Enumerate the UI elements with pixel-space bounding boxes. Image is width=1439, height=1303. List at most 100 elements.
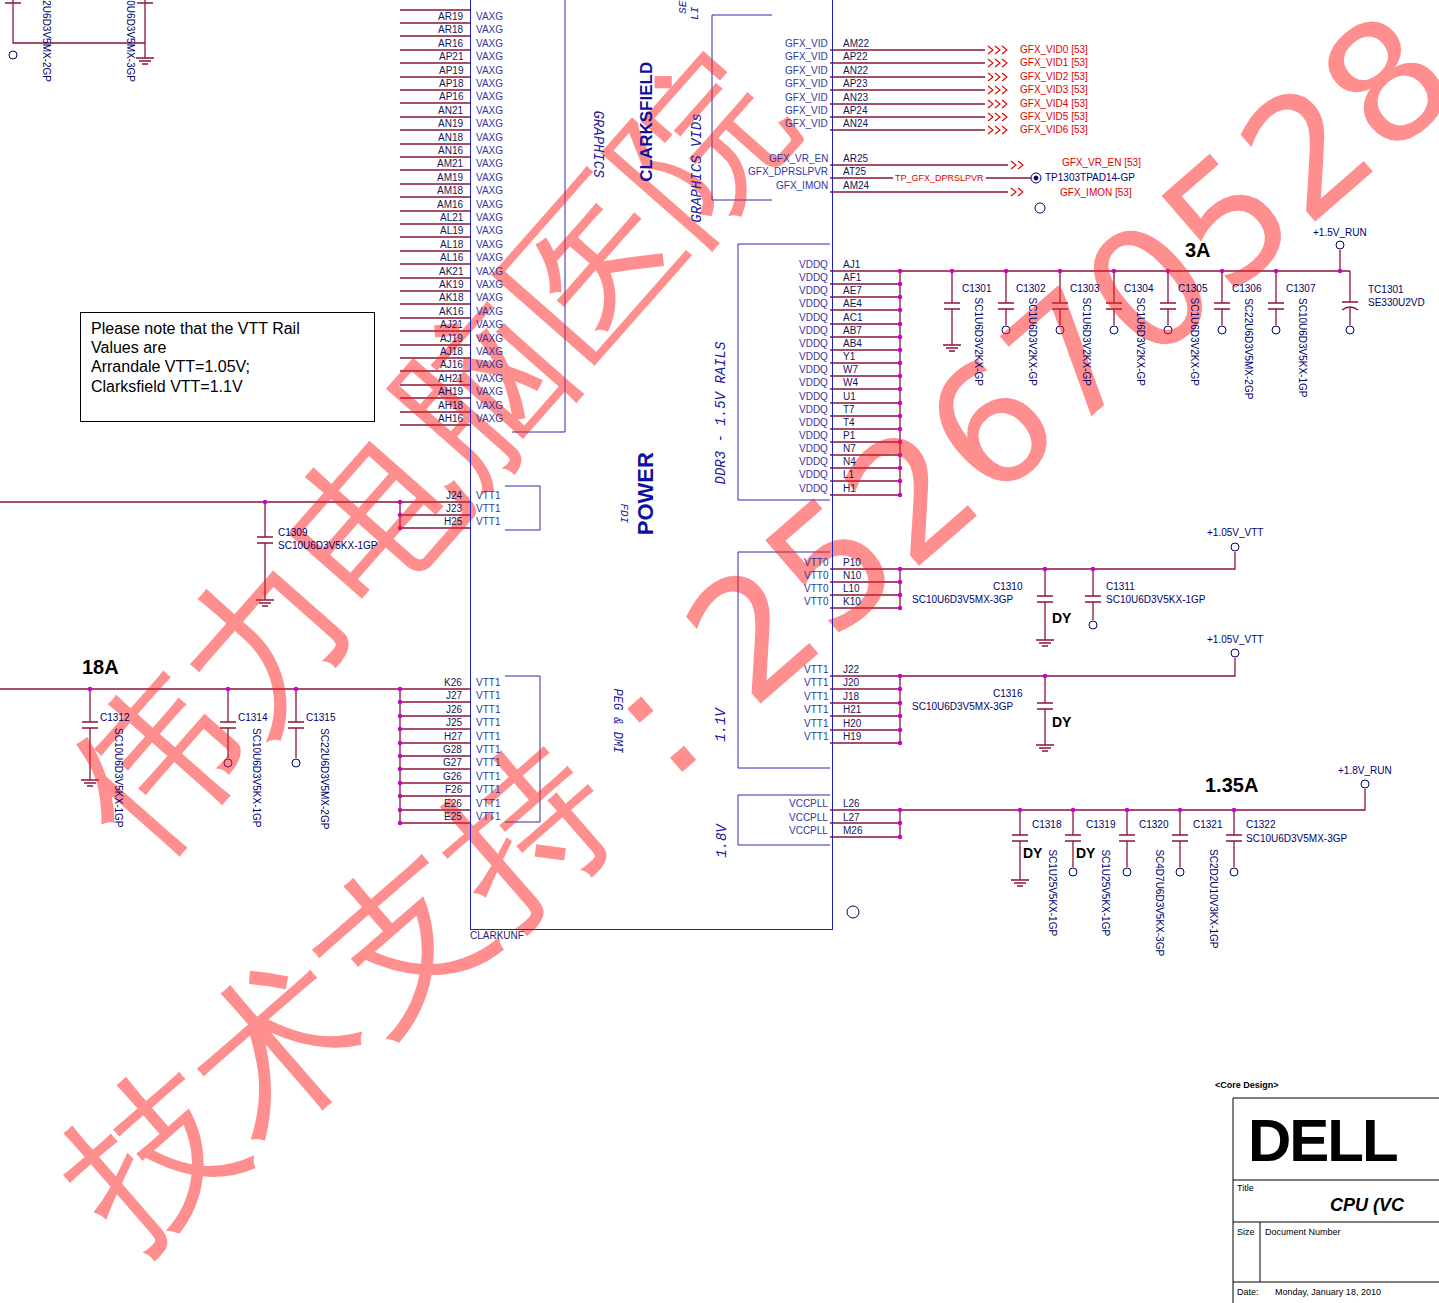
pin-number: N7 [843,443,856,455]
section-label: SE [677,1,690,14]
pin-number: AK18 [439,292,463,304]
pin-number: H25 [444,516,462,528]
pin-name: VTT1 [476,490,500,502]
section-label: GRAPHICS [590,110,606,177]
pin-name: GFX_VID [785,92,828,104]
part-number: SC2D2U10V3KX-1GP [1207,849,1219,949]
pin-number: L10 [843,583,860,595]
component-ref: C1309 [278,527,307,539]
section-label: 1.8V [714,824,730,858]
pin-number: AM16 [437,199,463,211]
pin-name: GFX_IMON [776,180,828,192]
pin-number: AC1 [843,312,862,324]
pin-name: VDDQ [799,483,828,495]
pin-number: AN18 [438,132,463,144]
pin-number: Y1 [843,351,855,363]
component-ref: C1302 [1016,283,1045,295]
component-ref: C1310 [993,581,1022,593]
node-text: Please note that the VTT Rail Values are [91,319,331,357]
pin-number: AH19 [438,386,463,398]
pin-number: J20 [843,677,859,689]
pin-number: J23 [446,503,462,515]
pin-number: AT25 [843,166,866,178]
pin-name: VTT1 [804,664,828,676]
pin-number: H1 [843,483,856,495]
net-label: GFX_VID0 [53] [1020,44,1088,56]
pin-number: AB4 [843,338,862,350]
pin-number: AL18 [440,239,463,251]
pin-name: VAXG [476,65,503,77]
pin-number: AJ18 [440,346,463,358]
net-label: GFX_VID5 [53] [1020,111,1088,123]
pin-name: GFX_VID [785,51,828,63]
pin-name: VAXG [476,319,503,331]
pin-name: VDDQ [799,391,828,403]
pin-number: AN16 [438,145,463,157]
component-ref: SC10U6D3V5MX-3GP [912,701,1013,713]
pin-number: J27 [446,690,462,702]
note-box: Please note that the VTT Rail Values are… [80,312,375,422]
pin-name: VTT1 [476,690,500,702]
section-label: GRAPHICS VIDs [689,113,705,222]
current-rating: 3A [1185,239,1211,262]
pin-number: J22 [843,664,859,676]
pin-name: VDDQ [799,259,828,271]
pin-name: VTT1 [476,516,500,528]
pin-number: AH16 [438,413,463,425]
symbols [9,51,1369,918]
pin-name: VAXG [476,306,503,318]
pin-name: VAXG [476,91,503,103]
pin-name: VAXG [476,199,503,211]
section-brackets [505,0,830,845]
pin-number: P10 [843,557,861,569]
pin-name: VAXG [476,266,503,278]
pin-number: AK19 [439,279,463,291]
title-field: Title [1237,1183,1254,1193]
component-ref: C1304 [1124,283,1153,295]
pin-number: AJ19 [440,333,463,345]
watermark: 伟力电脑医院 [31,21,828,889]
pin-name: VAXG [476,212,503,224]
pin-number: AH18 [438,400,463,412]
dnp-mark: DY [1076,845,1095,861]
pin-number: AR19 [438,11,463,23]
pin-number: U1 [843,391,856,403]
pin-name: VTT0 [804,596,828,608]
pin-name: VTT1 [476,784,500,796]
power-rail: +1.05V_VTT [1207,634,1263,646]
pin-name: VAXG [476,172,503,184]
current-rating: 18A [82,656,119,679]
pin-number: J25 [446,717,462,729]
pin-number: AP16 [439,91,463,103]
pin-name: VTT1 [476,771,500,783]
pin-name: VAXG [476,346,503,358]
pin-number: AJ1 [843,259,860,271]
net-label: GFX_IMON [53] [1060,187,1132,199]
node-text: CLARKUNF [470,930,524,941]
pin-number: M26 [843,825,862,837]
component-ref: C1306 [1232,283,1261,295]
pin-name: VAXG [476,239,503,251]
pin-name: VTT1 [476,503,500,515]
pin-number: F26 [445,784,462,796]
title-field: Monday, January 18, 2010 [1275,1287,1381,1297]
pin-number: W7 [843,364,858,376]
component-ref: SC10U6D3V5MX-3GP [1246,833,1347,845]
pin-name: VTT0 [804,557,828,569]
pin-number: AN22 [843,65,868,77]
pin-name: VDDQ [799,338,828,350]
pin-name: VTT1 [804,691,828,703]
dnp-mark: DY [1052,714,1071,730]
pin-number: G28 [443,744,462,756]
pin-name: VTT1 [476,677,500,689]
pin-number: G27 [443,757,462,769]
pin-number: AE4 [843,298,862,310]
wires [0,0,1365,886]
pin-number: AN24 [843,118,868,130]
pin-name: VTT1 [476,798,500,810]
dnp-mark: DY [1023,845,1042,861]
section-label: FDI [618,503,631,523]
component-ref: C1316 [993,688,1022,700]
current-rating: 1.35A [1205,774,1258,797]
part-number: SC4D7U6D3V5KX-3GP [1154,849,1166,956]
